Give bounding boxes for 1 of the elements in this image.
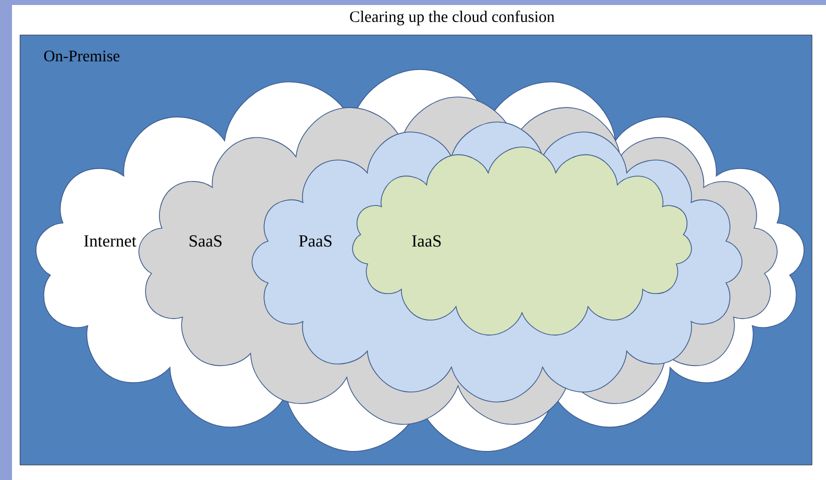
title: Clearing up the cloud confusion <box>350 10 554 26</box>
